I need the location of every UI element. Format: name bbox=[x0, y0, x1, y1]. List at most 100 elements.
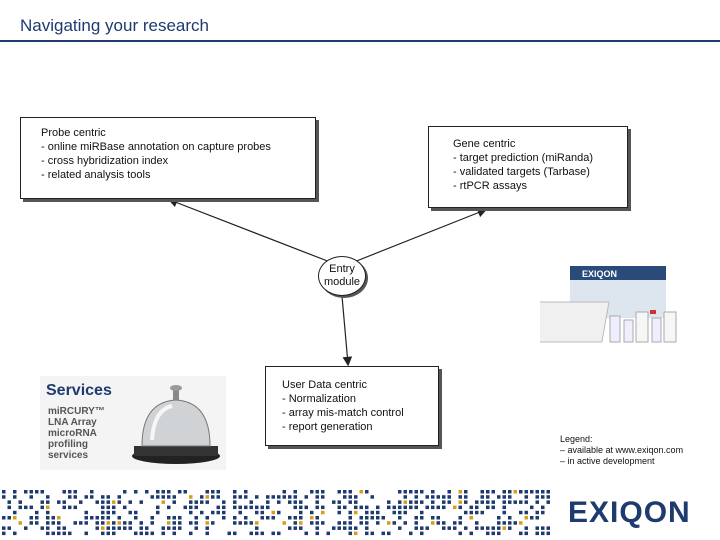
footer-dot bbox=[277, 531, 281, 536]
footer-dot bbox=[123, 526, 127, 530]
footer-dot bbox=[57, 500, 61, 504]
footer-dot bbox=[29, 516, 33, 520]
footer-dot bbox=[425, 495, 429, 499]
footer-dot bbox=[172, 500, 176, 504]
footer-dot bbox=[227, 531, 231, 536]
footer-dot bbox=[480, 490, 484, 494]
footer-dot bbox=[233, 500, 237, 504]
footer-dot bbox=[79, 521, 83, 525]
footer-dot bbox=[24, 505, 28, 510]
footer-dot bbox=[18, 500, 22, 504]
footer-dot bbox=[535, 531, 539, 536]
footer-dot bbox=[502, 490, 506, 494]
footer-dot bbox=[172, 521, 176, 525]
footer-dot bbox=[211, 521, 215, 525]
footer-dot bbox=[447, 490, 451, 494]
footer-dot bbox=[436, 505, 440, 510]
footer-dot bbox=[381, 516, 385, 520]
footer-dot bbox=[7, 500, 11, 504]
footer-dot bbox=[321, 490, 325, 494]
footer-dot bbox=[392, 505, 396, 510]
footer-dot bbox=[475, 505, 479, 510]
footer-dot bbox=[409, 505, 413, 510]
footer-dot bbox=[535, 495, 539, 499]
footer-dot bbox=[354, 505, 358, 510]
footer-dot bbox=[189, 495, 193, 499]
footer-dot bbox=[238, 495, 242, 499]
footer-dot bbox=[546, 500, 550, 504]
exiqon-logo: EXIQON bbox=[568, 496, 691, 529]
footer-dot bbox=[112, 526, 116, 530]
footer-dot bbox=[310, 521, 314, 525]
footer-dot bbox=[2, 495, 6, 499]
footer-dot bbox=[458, 490, 462, 494]
footer-dot bbox=[255, 531, 259, 536]
footer-dot bbox=[310, 490, 314, 494]
footer-dot bbox=[249, 531, 253, 536]
footer-dot bbox=[376, 510, 380, 515]
footer-dot bbox=[425, 526, 429, 530]
footer-dot bbox=[508, 500, 512, 504]
footer-dot bbox=[112, 510, 116, 515]
footer-dot bbox=[359, 505, 363, 510]
footer-dot bbox=[480, 500, 484, 504]
footer-dot bbox=[255, 521, 259, 525]
footer-dot bbox=[453, 505, 457, 510]
footer-dot bbox=[359, 490, 363, 494]
footer-dot bbox=[431, 521, 435, 525]
footer-dot bbox=[321, 510, 325, 515]
footer-dot bbox=[95, 516, 99, 520]
footer-dot bbox=[128, 526, 132, 530]
footer-dot bbox=[84, 531, 88, 536]
footer-dot bbox=[244, 521, 248, 525]
footer-dot bbox=[244, 505, 248, 510]
footer-dot bbox=[194, 516, 198, 520]
services-line: services bbox=[48, 450, 89, 461]
footer-dot bbox=[117, 500, 121, 504]
footer-dot bbox=[35, 510, 39, 515]
footer-dot bbox=[238, 510, 242, 515]
gene-line: Gene centric bbox=[453, 138, 516, 150]
footer-dot bbox=[513, 521, 517, 525]
footer-dot bbox=[376, 521, 380, 525]
footer-dot bbox=[447, 495, 451, 499]
footer-dot bbox=[414, 526, 418, 530]
footer-dot bbox=[464, 490, 468, 494]
footer-dot bbox=[216, 490, 220, 494]
footer-dot bbox=[7, 505, 11, 510]
footer-dot bbox=[546, 526, 550, 530]
footer-dot bbox=[293, 521, 297, 525]
footer-dot bbox=[40, 490, 44, 494]
footer-dot bbox=[189, 510, 193, 515]
footer-dot bbox=[486, 526, 490, 530]
footer-dot bbox=[519, 500, 523, 504]
footer-dot bbox=[117, 521, 121, 525]
footer-dot bbox=[293, 500, 297, 504]
footer-dot bbox=[486, 500, 490, 504]
footer-dot bbox=[84, 521, 88, 525]
footer-dot bbox=[172, 516, 176, 520]
footer-dot bbox=[464, 526, 468, 530]
footer-dot bbox=[475, 526, 479, 530]
footer-dot bbox=[321, 505, 325, 510]
footer-dot bbox=[365, 516, 369, 520]
footer-dot bbox=[524, 510, 528, 515]
footer-dot bbox=[29, 490, 33, 494]
footer-dot bbox=[486, 505, 490, 510]
footer-dot bbox=[106, 526, 110, 530]
footer-dot bbox=[414, 490, 418, 494]
footer-dot bbox=[541, 531, 545, 536]
footer-dot bbox=[68, 531, 72, 536]
footer-dot bbox=[348, 490, 352, 494]
service-bell-icon bbox=[132, 385, 220, 464]
footer-dot bbox=[431, 490, 435, 494]
footer-dot bbox=[249, 500, 253, 504]
footer-dot bbox=[13, 516, 17, 520]
footer-dot bbox=[541, 505, 545, 510]
footer-dot bbox=[535, 490, 539, 494]
footer-dot bbox=[524, 516, 528, 520]
legend: Legend: – available at www.exiqon.com – … bbox=[560, 434, 683, 467]
footer-dot bbox=[84, 516, 88, 520]
footer-dot bbox=[491, 500, 495, 504]
footer-dot bbox=[469, 505, 473, 510]
